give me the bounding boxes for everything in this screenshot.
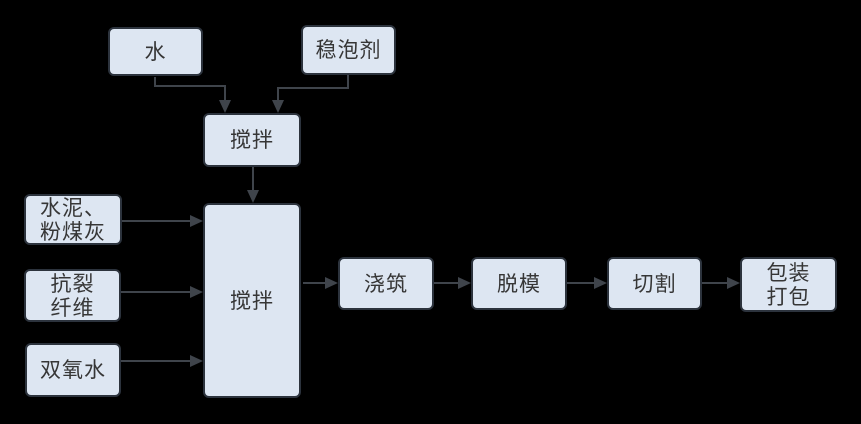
node-label: 切割 [632, 271, 677, 296]
node-label: 纤维 [50, 295, 95, 320]
node-label: 搅拌 [230, 288, 274, 313]
node-cutting: 切割 [607, 257, 702, 310]
node-label: 脱模 [497, 271, 541, 296]
node-label: 抗裂 [50, 271, 95, 296]
node-mixer: 搅拌 [203, 203, 301, 398]
node-label: 搅拌 [230, 128, 274, 152]
node-label: 水泥、 [40, 195, 106, 220]
edge-stabilizer-to-mix_pre [277, 75, 349, 100]
node-label: 双氧水 [40, 358, 106, 382]
node-label: 粉煤灰 [40, 219, 106, 244]
arrowhead-icon [247, 190, 259, 203]
edge-water-to-mix_pre [154, 77, 226, 100]
node-demolding: 脱模 [471, 257, 567, 310]
arrowhead-icon [727, 277, 740, 289]
arrowhead-icon [190, 215, 203, 227]
arrowhead-icon [458, 277, 471, 289]
arrowhead-icon [594, 277, 607, 289]
node-label: 打包 [766, 284, 811, 309]
node-foam-stabilizer: 稳泡剂 [301, 25, 396, 75]
node-label: 包装 [766, 260, 811, 285]
arrowhead-icon [190, 355, 203, 367]
node-pouring: 浇筑 [338, 257, 434, 310]
arrowhead-icon [325, 277, 338, 289]
node-hydrogen-peroxide: 双氧水 [25, 343, 121, 397]
node-label: 浇筑 [364, 271, 408, 296]
node-anticrack-fiber: 抗裂 纤维 [24, 269, 121, 322]
arrowhead-icon [272, 100, 284, 113]
node-label: 稳泡剂 [315, 38, 382, 62]
node-water: 水 [108, 27, 203, 76]
node-label: 水 [144, 39, 167, 64]
arrowhead-icon [190, 286, 203, 298]
arrowhead-icon [219, 100, 231, 113]
node-cement-flyash: 水泥、 粉煤灰 [24, 194, 122, 245]
node-packaging: 包装 打包 [740, 257, 837, 312]
node-premix: 搅拌 [203, 113, 301, 167]
